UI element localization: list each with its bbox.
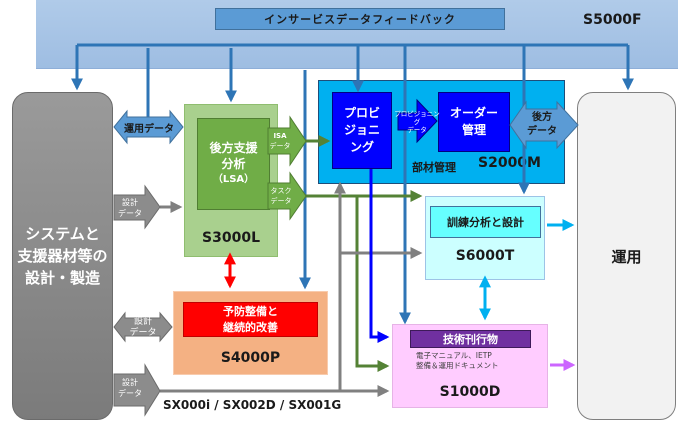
logistics-line1: 後方 bbox=[532, 112, 552, 123]
preventive-maintenance-box: 予防整備と 継続的改善 bbox=[183, 302, 318, 337]
design-data-3-line1: 設計 bbox=[122, 378, 138, 387]
provisioning-label-1: プロビ bbox=[343, 106, 380, 120]
order-label-1: オーダー bbox=[449, 106, 498, 120]
ops-data-double-arrow bbox=[113, 109, 184, 145]
isa-data-label: ISA データ bbox=[268, 130, 292, 152]
tech-pubs-label: 技術刊行物 bbox=[443, 333, 498, 346]
design-data-2-line1: 設計 bbox=[133, 317, 152, 327]
parts-management-caption: 部材管理 bbox=[412, 161, 456, 174]
feedback-banner: インサービスデータフィードバック bbox=[215, 8, 505, 30]
order-label-2: 管理 bbox=[461, 123, 486, 137]
design-data-label-2: 設計 データ bbox=[122, 316, 164, 340]
s3000l-label: S3000L bbox=[202, 230, 260, 246]
order-management-box: オーダー 管理 bbox=[438, 92, 510, 152]
lsa-label-1: 後方支援 bbox=[209, 141, 258, 155]
design-data-1-line2: データ bbox=[118, 209, 142, 218]
isa-line1: ISA bbox=[273, 132, 287, 140]
provisioning-data-label: プロビジョニング データ bbox=[392, 110, 442, 134]
lsa-label-3: （LSA） bbox=[212, 174, 255, 185]
s6000t-label: S6000T bbox=[455, 248, 515, 264]
task-data-arrow bbox=[267, 171, 307, 221]
tech-pubs-desc-1: 電子マニュアル、IETP bbox=[416, 351, 492, 360]
technical-publications-box: 技術刊行物 bbox=[410, 330, 531, 348]
feedback-banner-label: インサービスデータフィードバック bbox=[264, 13, 456, 26]
logistics-data-double-arrow bbox=[509, 100, 579, 150]
task-line1: タスク bbox=[270, 187, 292, 195]
provisioning-label-2: ジョニ bbox=[343, 123, 380, 137]
design-data-double-arrow bbox=[113, 311, 173, 343]
system-label-2: 支援器材等の bbox=[17, 247, 108, 265]
system-design-block: システムと 支援器材等の 設計・製造 bbox=[12, 92, 113, 420]
provisioning-to-s1000d bbox=[369, 169, 390, 343]
prov-line2: データ bbox=[407, 126, 427, 134]
task-line2: データ bbox=[270, 197, 292, 205]
s5000f-label: S5000F bbox=[583, 12, 642, 28]
ops-data-label: 運用データ bbox=[124, 123, 174, 135]
system-label-1: システムと bbox=[25, 225, 100, 243]
lsa-box: 後方支援 分析 （LSA） bbox=[197, 118, 270, 210]
prov-line1: プロビジョニング bbox=[394, 110, 440, 126]
pm-label-2: 継続的改善 bbox=[223, 320, 278, 334]
provisioning-label-3: ング bbox=[349, 140, 374, 154]
training-label: 訓練分析と設計 bbox=[447, 216, 524, 229]
tech-pubs-desc-2: 整備＆運用ドキュメント bbox=[416, 361, 499, 370]
logistics-data-label: 後方 データ bbox=[526, 110, 558, 140]
s4000p-label: S4000P bbox=[220, 350, 281, 366]
design-data-arrow-1 bbox=[113, 184, 161, 230]
lsa-label-2: 分析 bbox=[221, 157, 246, 171]
training-analysis-box: 訓練分析と設計 bbox=[430, 206, 541, 238]
sx000-label: SX000i / SX002D / SX001G bbox=[163, 398, 342, 412]
logistics-line2: データ bbox=[527, 126, 557, 137]
s1000d-label: S1000D bbox=[439, 384, 501, 400]
task-data-label: タスク データ bbox=[268, 185, 294, 207]
design-data-2-line2: データ bbox=[129, 328, 157, 338]
design-data-1-line1: 設計 bbox=[122, 198, 138, 207]
provisioning-box: プロビ ジョニ ング bbox=[332, 92, 392, 169]
isa-data-arrow bbox=[267, 115, 307, 167]
design-data-label-3: 設計 データ bbox=[114, 376, 146, 400]
system-label-3: 設計・製造 bbox=[24, 269, 100, 287]
tech-pubs-desc: 電子マニュアル、IETP 整備＆運用ドキュメント bbox=[416, 351, 499, 371]
operations-label: 運用 bbox=[611, 247, 642, 266]
design-data-arrow-2 bbox=[113, 363, 161, 417]
design-data-label-1: 設計 データ bbox=[114, 196, 146, 220]
isa-line2: データ bbox=[269, 142, 291, 150]
operations-block: 運用 bbox=[577, 92, 676, 420]
design-data-3-line2: データ bbox=[118, 389, 142, 398]
provisioning-data-arrow bbox=[397, 98, 438, 144]
pm-label-1: 予防整備と bbox=[223, 304, 278, 318]
